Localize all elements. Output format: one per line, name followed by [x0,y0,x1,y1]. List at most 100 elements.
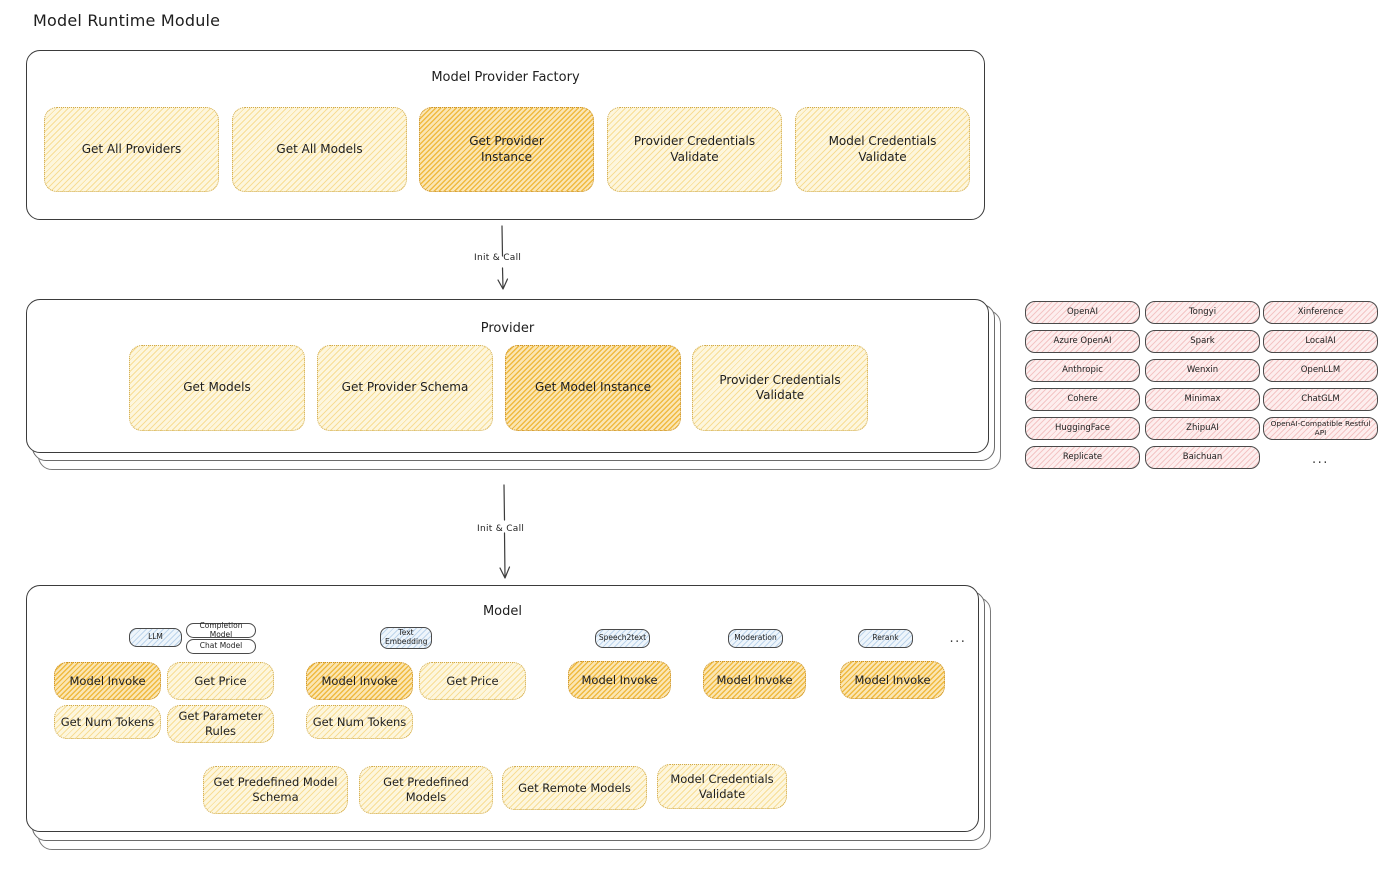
provider-pill-replicate[interactable]: Replicate [1025,446,1140,469]
llm-method-get-num-tokens[interactable]: Get Num Tokens [54,705,161,739]
chip-label: Get Price [194,673,247,688]
moderation-method-model-invoke[interactable]: Model Invoke [703,661,806,699]
chip-label: Get Provider Schema [341,380,469,395]
badge-label: Chat Model [199,641,243,651]
model-common-get-predefined-models[interactable]: Get Predefined Models [359,766,493,814]
chip-label: Get Predefined Model Schema [213,775,338,804]
provider-pill-wenxin[interactable]: Wenxin [1145,359,1260,382]
factory-method-get-provider-instance[interactable]: Get Provider Instance [419,107,594,192]
pill-label: Xinference [1297,307,1344,318]
model-common-get-predefined-model-schema[interactable]: Get Predefined Model Schema [203,766,348,814]
provider-pill-chatglm[interactable]: ChatGLM [1263,388,1378,411]
chip-label: Get Num Tokens [60,714,155,729]
model-tag-chat-model[interactable]: Chat Model [186,639,256,654]
provider-pill-zhipuai[interactable]: ZhipuAI [1145,417,1260,440]
model-type-badge-text-embedding[interactable]: Text Embedding [380,627,432,649]
pill-label: Tongyi [1188,307,1217,318]
provider-pill-xinference[interactable]: Xinference [1263,301,1378,324]
model-type-badge-rerank[interactable]: Rerank [858,629,913,648]
llm-method-get-price[interactable]: Get Price [167,662,274,700]
chip-label: Model Invoke [581,672,658,687]
pill-label: OpenLLM [1300,365,1341,376]
chip-label: Model Credentials Validate [670,771,774,801]
provider-method-provider-credentials-validate[interactable]: Provider Credentials Validate [692,345,868,431]
chip-label: Get Predefined Models [383,775,469,804]
llm-method-model-invoke[interactable]: Model Invoke [54,662,161,700]
chip-label: Get Provider Instance [469,134,544,164]
pill-label: Minimax [1184,394,1221,405]
provider-method-get-model-instance[interactable]: Get Model Instance [505,345,681,431]
chip-label: Get Models [183,380,251,395]
provider-pill-anthropic[interactable]: Anthropic [1025,359,1140,382]
provider-pill-azure-openai[interactable]: Azure OpenAI [1025,330,1140,353]
factory-method-get-all-models[interactable]: Get All Models [232,107,407,192]
model-provider-factory-title: Model Provider Factory [431,70,580,85]
chip-label: Model Invoke [69,673,146,688]
factory-method-provider-credentials-validate[interactable]: Provider Credentials Validate [607,107,782,192]
model-types-more-ellipsis: ... [949,631,967,646]
provider-pill-huggingface[interactable]: HuggingFace [1025,417,1140,440]
factory-method-get-all-providers[interactable]: Get All Providers [44,107,219,192]
chip-label: Model Invoke [716,672,793,687]
pill-label: OpenAI [1066,307,1099,318]
badge-label: LLM [148,632,163,642]
pill-label: Wenxin [1186,365,1219,376]
speech2text-method-model-invoke[interactable]: Model Invoke [568,661,671,699]
chip-label: Get Model Instance [534,380,652,395]
pill-label: HuggingFace [1055,423,1110,434]
factory-method-model-credentials-validate[interactable]: Model Credentials Validate [795,107,970,192]
page-title: Model Runtime Module [33,11,221,30]
badge-label: Text Embedding [385,628,428,646]
pill-label: LocalAI [1305,336,1336,347]
text-embedding-method-get-num-tokens[interactable]: Get Num Tokens [306,705,413,739]
provider-pill-tongyi[interactable]: Tongyi [1145,301,1260,324]
provider-method-get-provider-schema[interactable]: Get Provider Schema [317,345,493,431]
badge-label: Rerank [872,633,899,643]
llm-method-get-parameter-rules[interactable]: Get Parameter Rules [167,705,274,743]
pill-label: ZhipuAI [1186,423,1219,434]
pill-label: Cohere [1067,394,1098,405]
provider-method-get-models[interactable]: Get Models [129,345,305,431]
arrow-label-init-and-call-2: Init & Call [477,524,525,534]
pill-label: Baichuan [1182,452,1223,463]
model-common-get-remote-models[interactable]: Get Remote Models [502,766,647,810]
arrow-label-init-and-call-1: Init & Call [474,253,522,263]
text-embedding-method-model-invoke[interactable]: Model Invoke [306,662,413,700]
provider-title: Provider [480,321,535,336]
arrow-factory-to-provider [497,225,509,290]
pill-label: OpenAI-Compatible Restful API [1270,418,1371,437]
provider-pill-openllm[interactable]: OpenLLM [1263,359,1378,382]
chip-label: Get Parameter Rules [178,709,263,738]
chip-label: Get Num Tokens [312,714,407,729]
pill-label: Azure OpenAI [1053,336,1112,347]
badge-label: Speech2text [598,633,647,643]
model-type-badge-moderation[interactable]: Moderation [728,629,783,648]
arrow-provider-to-model [499,484,511,579]
provider-pill-localai[interactable]: LocalAI [1263,330,1378,353]
model-type-badge-llm[interactable]: LLM [129,628,182,647]
chip-label: Model Invoke [854,672,931,687]
chip-label: Get Remote Models [518,780,631,795]
chip-label: Provider Credentials Validate [719,372,841,402]
provider-pill-baichuan[interactable]: Baichuan [1145,446,1260,469]
provider-pill-openai-compatible-restful-api[interactable]: OpenAI-Compatible Restful API [1263,417,1378,440]
provider-pill-cohere[interactable]: Cohere [1025,388,1140,411]
provider-pill-openai[interactable]: OpenAI [1025,301,1140,324]
rerank-method-model-invoke[interactable]: Model Invoke [840,661,945,699]
pill-label: Spark [1190,336,1215,347]
badge-label: Completion Model [199,620,243,639]
provider-pill-minimax[interactable]: Minimax [1145,388,1260,411]
chip-label: Model Credentials Validate [828,134,937,164]
provider-pill-spark[interactable]: Spark [1145,330,1260,353]
pill-label: Replicate [1062,452,1103,463]
provider-list-more-ellipsis: ... [1312,452,1329,467]
chip-label: Model Invoke [321,673,398,688]
model-title: Model [482,604,523,619]
chip-label: Get Price [446,673,499,688]
pill-label: ChatGLM [1301,394,1340,405]
model-tag-completion-model[interactable]: Completion Model [186,620,256,639]
model-common-model-credentials-validate[interactable]: Model Credentials Validate [657,764,787,809]
chip-label: Get All Models [276,141,363,156]
text-embedding-method-get-price[interactable]: Get Price [419,662,526,700]
model-type-badge-speech2text[interactable]: Speech2text [595,629,650,648]
